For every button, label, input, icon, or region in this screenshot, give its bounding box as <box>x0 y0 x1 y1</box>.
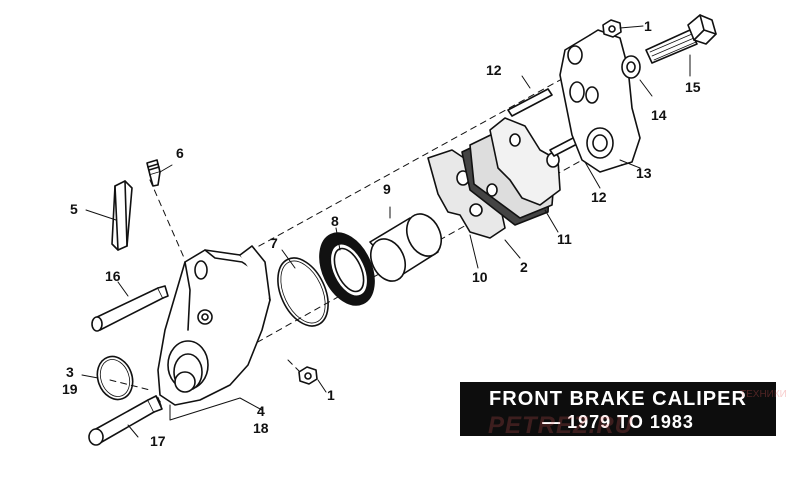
callout-8: 8 <box>331 213 339 229</box>
callout-18: 18 <box>253 420 269 436</box>
part-15-bolt <box>645 14 717 64</box>
callout-17: 17 <box>150 433 166 449</box>
part-16-upper-pin <box>91 285 169 332</box>
part-12-upper-pin <box>507 88 553 117</box>
callout-5: 5 <box>70 201 78 217</box>
part-6-bleeder-valve <box>146 159 161 187</box>
diagram-subtitle: — 1979 TO 1983 <box>542 412 694 432</box>
part-1-lower-nut <box>298 366 318 385</box>
callout-12-upper: 12 <box>486 62 502 78</box>
part-8-dust-boot <box>319 232 375 306</box>
callout-4: 4 <box>257 403 265 419</box>
part-11-inner-pad <box>489 117 561 206</box>
part-7-seal-ring <box>277 257 329 327</box>
callout-1-upper: 1 <box>644 18 652 34</box>
part-4-18-caliper-housing <box>157 245 271 406</box>
callout-11: 11 <box>557 231 572 247</box>
callout-1-lower: 1 <box>327 387 335 403</box>
callout-12-lower: 12 <box>591 189 607 205</box>
callout-7: 7 <box>270 235 278 251</box>
callout-10: 10 <box>472 269 488 285</box>
part-13-mounting-bracket <box>559 29 641 173</box>
callout-14: 14 <box>651 107 667 123</box>
diagram-title-box: FRONT BRAKE CALIPER — 1979 TO 1983 <box>460 382 776 436</box>
callout-labels: 1 12 15 14 6 13 12 9 5 8 11 7 2 16 10 3 … <box>62 18 701 449</box>
watermark-small-text: ТЕХНИКИ <box>740 389 787 400</box>
callout-13: 13 <box>636 165 652 181</box>
part-14-washer <box>621 55 641 79</box>
callout-6: 6 <box>176 145 184 161</box>
callout-3: 3 <box>66 364 74 380</box>
part-1-upper-nut <box>602 19 622 38</box>
part-3-19-o-ring <box>96 355 134 401</box>
callout-15: 15 <box>685 79 701 95</box>
part-5-pad-plate <box>111 180 133 251</box>
diagram-title: FRONT BRAKE CALIPER <box>489 388 747 410</box>
watermark-text: PETREZ.RU <box>488 412 634 439</box>
part-9-piston <box>369 213 443 282</box>
callout-2: 2 <box>520 259 528 275</box>
callout-16: 16 <box>105 268 121 284</box>
callout-19: 19 <box>62 381 78 397</box>
callout-9: 9 <box>383 181 391 197</box>
part-17-lower-pin <box>88 395 163 446</box>
leader-lines <box>81 25 691 438</box>
